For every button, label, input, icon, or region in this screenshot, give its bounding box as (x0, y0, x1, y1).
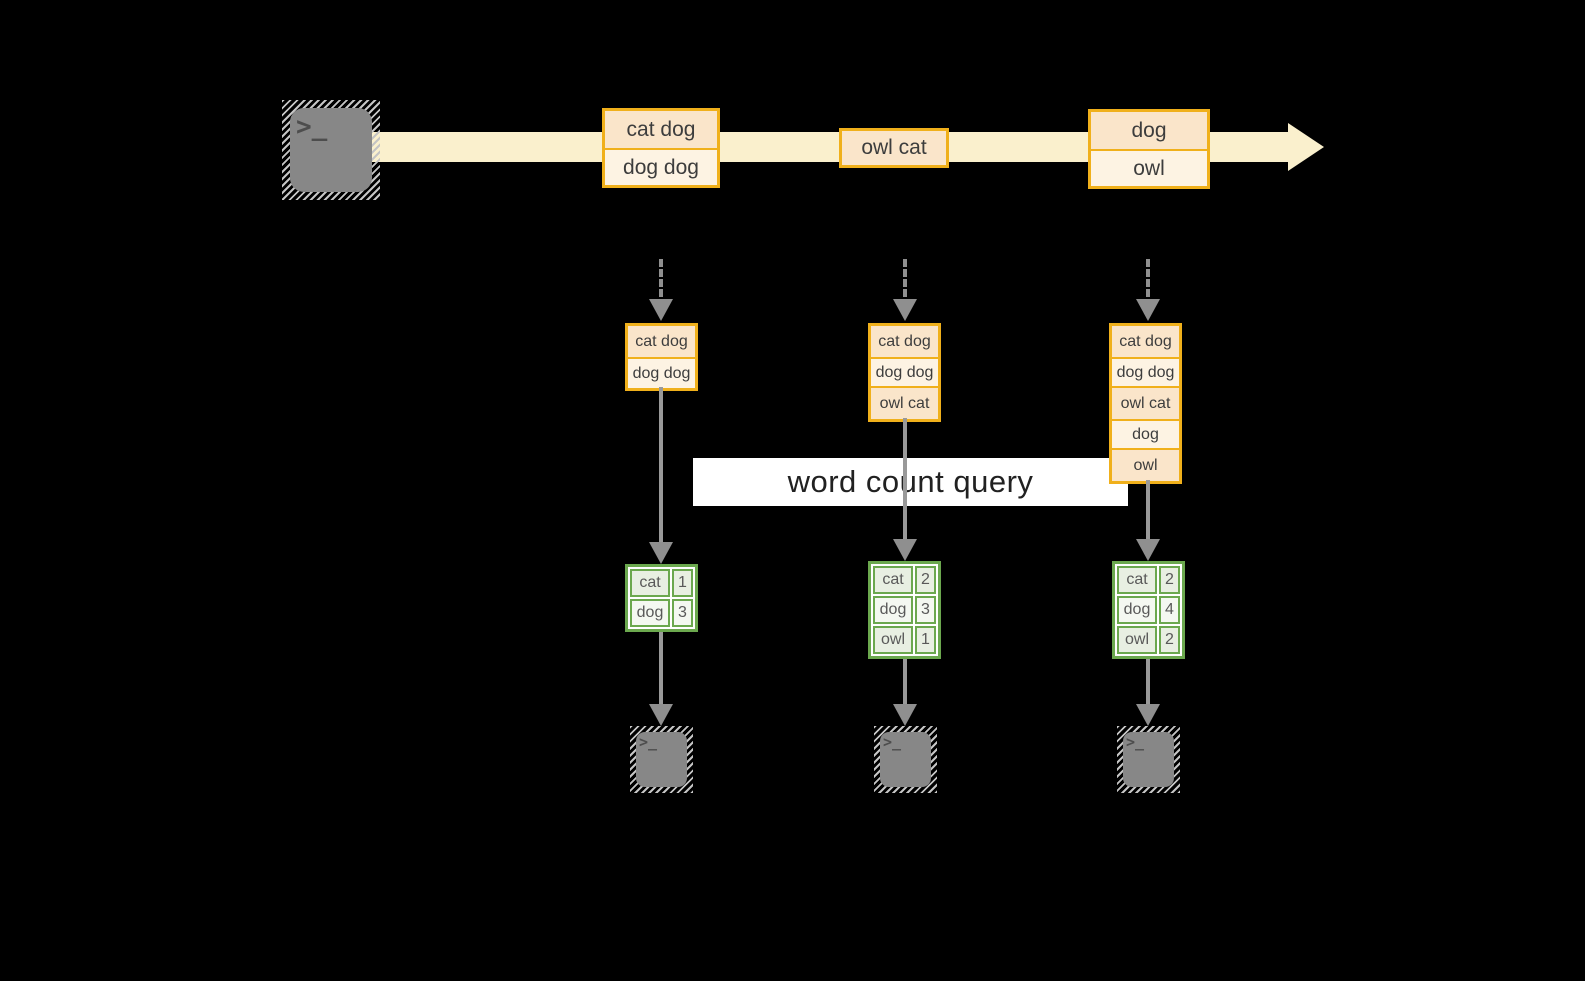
word-cell: dog (1117, 596, 1157, 624)
event-line: owl (1091, 149, 1207, 186)
terminal-screen (636, 732, 687, 787)
terminal-prompt-icon: >_ (1126, 733, 1145, 751)
event-line: cat dog (605, 111, 717, 148)
stack-line: dog dog (1112, 357, 1179, 388)
word-cell: owl (873, 626, 913, 654)
terminal-prompt-icon: >_ (883, 733, 902, 751)
dashed-arrow-head-icon (649, 299, 673, 321)
terminal-screen (1123, 732, 1174, 787)
stack-line: dog dog (871, 357, 938, 388)
word-cell: cat (630, 569, 670, 597)
terminal-screen (880, 732, 931, 787)
stack-line: owl (1112, 450, 1179, 481)
count-cell: 2 (1159, 626, 1180, 654)
connector-arrow-head-icon (649, 542, 673, 564)
connector-arrow-head-icon (1136, 539, 1160, 561)
terminal-prompt-icon: >_ (296, 112, 328, 142)
connector-line (1146, 480, 1150, 541)
dashed-arrow-line (903, 259, 907, 297)
word-cell: dog (630, 599, 670, 627)
connector-arrow-head-icon (1136, 704, 1160, 726)
terminal-prompt-icon: >_ (639, 733, 658, 751)
count-cell: 3 (915, 596, 936, 624)
stack-line: cat dog (628, 326, 695, 357)
count-cell: 4 (1159, 596, 1180, 624)
count-cell: 2 (915, 566, 936, 594)
connector-arrow-head-icon (649, 704, 673, 726)
event-line: dog (1091, 112, 1207, 149)
count-cell: 1 (915, 626, 936, 654)
stack-line: cat dog (871, 326, 938, 357)
connector-line (1146, 659, 1150, 706)
word-cell: owl (1117, 626, 1157, 654)
connector-arrow-head-icon (893, 704, 917, 726)
query-label: word count query (693, 458, 1128, 506)
stack-line: owl cat (1112, 388, 1179, 419)
stack-line: dog dog (628, 357, 695, 388)
timeline-event-batch-2: owl cat (839, 128, 949, 168)
connector-arrow-head-icon (893, 539, 917, 561)
connector-line (659, 387, 663, 544)
event-line: owl cat (842, 131, 946, 165)
stack-line: owl cat (871, 388, 938, 419)
word-cell: cat (873, 566, 913, 594)
word-cell: cat (1117, 566, 1157, 594)
connector-line (659, 632, 663, 706)
stack-line: cat dog (1112, 326, 1179, 357)
dashed-arrow-head-icon (893, 299, 917, 321)
terminal-icon-output-3: >_ (1117, 726, 1180, 793)
terminal-icon-output-1: >_ (630, 726, 693, 793)
count-cell: 3 (672, 599, 693, 627)
terminal-icon-output-2: >_ (874, 726, 937, 793)
dashed-arrow-line (1146, 259, 1150, 297)
count-cell: 1 (672, 569, 693, 597)
terminal-icon-source: >_ (282, 100, 380, 200)
dashed-arrow-head-icon (1136, 299, 1160, 321)
timeline-arrowhead-icon (1288, 123, 1324, 171)
count-cell: 2 (1159, 566, 1180, 594)
connector-line (903, 659, 907, 706)
stack-line: dog (1112, 419, 1179, 450)
event-line: dog dog (605, 148, 717, 185)
terminal-screen (290, 108, 372, 192)
connector-line (903, 418, 907, 541)
word-cell: dog (873, 596, 913, 624)
dashed-arrow-line (659, 259, 663, 297)
